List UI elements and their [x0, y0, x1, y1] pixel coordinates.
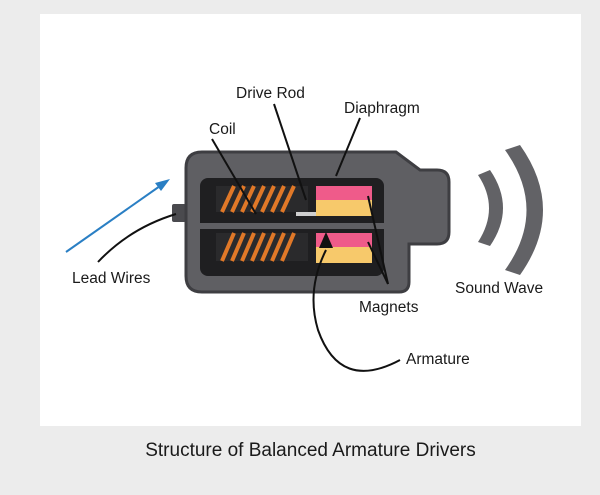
- armature-leader: [312, 249, 401, 372]
- upper-coil: [216, 185, 308, 213]
- magnets-label: Magnets: [359, 299, 419, 316]
- sound-wave-icon: [478, 145, 543, 275]
- magnets-leader-upper: [367, 195, 389, 285]
- coil-leader: [211, 138, 257, 215]
- chamber-divider: [200, 223, 384, 229]
- sound-wave-label: Sound Wave: [455, 280, 543, 297]
- drive-rod-label: Drive Rod: [236, 85, 305, 102]
- upper-magnet: [316, 186, 372, 216]
- lead-wire-arrow: [65, 179, 170, 253]
- armature-arrowhead: [319, 232, 333, 248]
- lead-wires-label: Lead Wires: [72, 270, 151, 287]
- lead-wire-connector: [172, 204, 186, 222]
- drive-rod-leader: [273, 103, 307, 201]
- magnets-leader-lower: [367, 241, 389, 285]
- diaphragm-leader: [335, 117, 361, 177]
- armature-label: Armature: [406, 351, 470, 368]
- diaphragm-label: Diaphragm: [344, 100, 420, 117]
- coil-label: Coil: [209, 121, 236, 138]
- figure-caption: Structure of Balanced Armature Drivers: [145, 440, 476, 461]
- armature-reed: [296, 212, 316, 216]
- lead-wires-leader: [97, 213, 177, 263]
- lower-coil: [216, 232, 308, 262]
